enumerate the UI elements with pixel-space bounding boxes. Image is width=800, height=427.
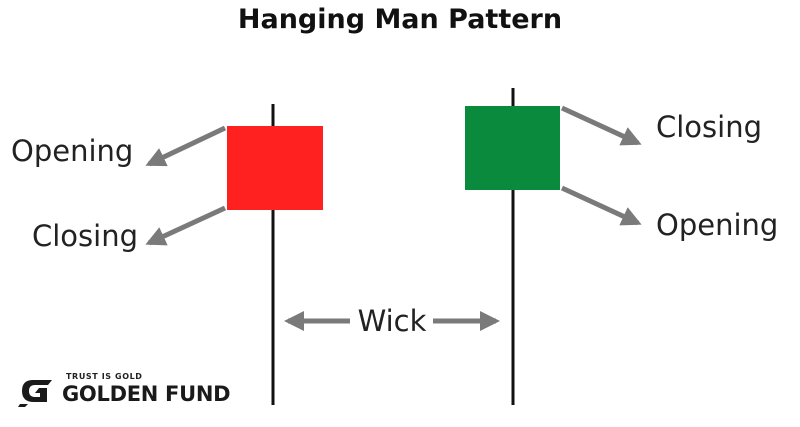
logo-name: GOLDEN FUND — [62, 382, 231, 406]
left-closing-arrow — [145, 205, 227, 246]
right-closing-label: Closing — [656, 110, 762, 144]
right-opening-arrow — [560, 185, 642, 226]
wick-label: Wick — [358, 304, 427, 338]
right-opening-label: Opening — [656, 208, 778, 242]
left-opening-label: Opening — [11, 134, 133, 168]
left-opening-arrow — [145, 125, 227, 167]
right-closing-arrow — [560, 105, 642, 146]
logo-tagline: TRUST IS GOLD — [66, 372, 143, 381]
diagram-title: Hanging Man Pattern — [237, 4, 563, 35]
logo: TRUST IS GOLD GOLDEN FUND — [18, 372, 258, 414]
bearish-candle-body — [227, 126, 323, 210]
golden-fund-logo-mark-icon — [18, 380, 52, 407]
bullish-candle-body — [465, 106, 560, 190]
left-closing-label: Closing — [32, 219, 138, 253]
